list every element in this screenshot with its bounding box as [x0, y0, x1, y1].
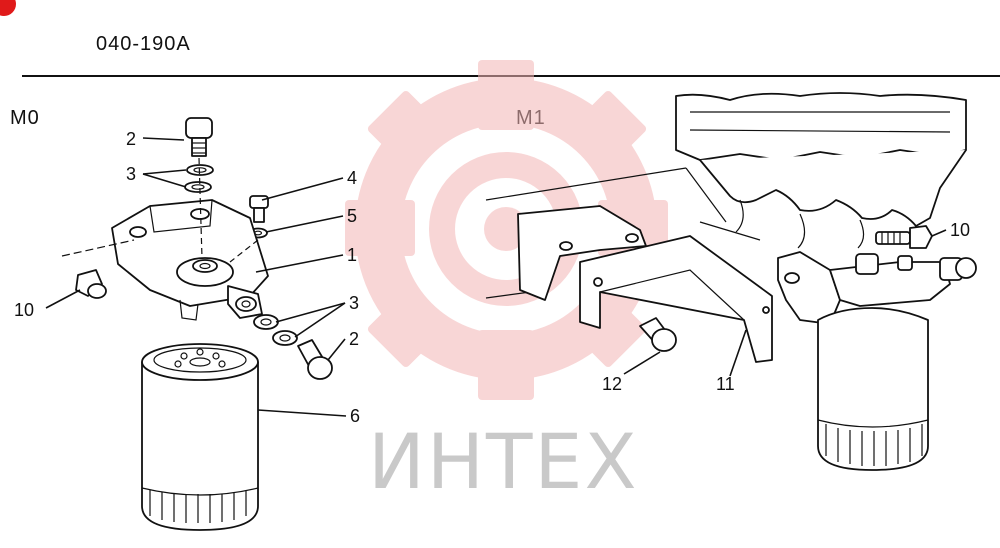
bolt-12 [639, 317, 677, 352]
callout-m0-3-bottom: 3 [349, 293, 359, 313]
washer-3b [184, 181, 212, 193]
engine-block [675, 92, 967, 249]
callout-m0-2-top: 2 [126, 129, 136, 149]
filter-assembly-m1 [777, 251, 977, 471]
washer-3c [253, 314, 279, 330]
callout-m0-10: 10 [14, 300, 34, 320]
callout-m1-10: 10 [950, 220, 970, 240]
bolt-2-bottom [297, 339, 333, 380]
callout-m1-12: 12 [602, 374, 622, 394]
bolt-2-top [185, 117, 213, 157]
callout-m0-3-top: 3 [126, 164, 136, 184]
engine-mount-bracket [517, 205, 647, 301]
bolt-10-m1 [875, 225, 933, 249]
view-label-m0: M0 [10, 107, 40, 129]
diagram-code: 040-190A [96, 33, 191, 55]
callout-m0-2-bottom: 2 [349, 329, 359, 349]
filter-head-1 [111, 199, 269, 321]
callout-m0-1: 1 [347, 245, 357, 265]
washer-3a [186, 164, 214, 176]
callout-m0-6: 6 [350, 406, 360, 426]
watermark-text: ИНТЕХ [368, 417, 639, 506]
callout-m1-11: 11 [716, 374, 735, 394]
corner-marker-icon [0, 0, 16, 16]
bolt-10-m0 [75, 269, 107, 299]
callout-m0-5: 5 [347, 206, 357, 226]
oil-filter-6 [141, 343, 259, 531]
bracket-11 [579, 235, 773, 363]
callout-m0-4: 4 [347, 168, 357, 188]
washer-3d [272, 330, 298, 346]
